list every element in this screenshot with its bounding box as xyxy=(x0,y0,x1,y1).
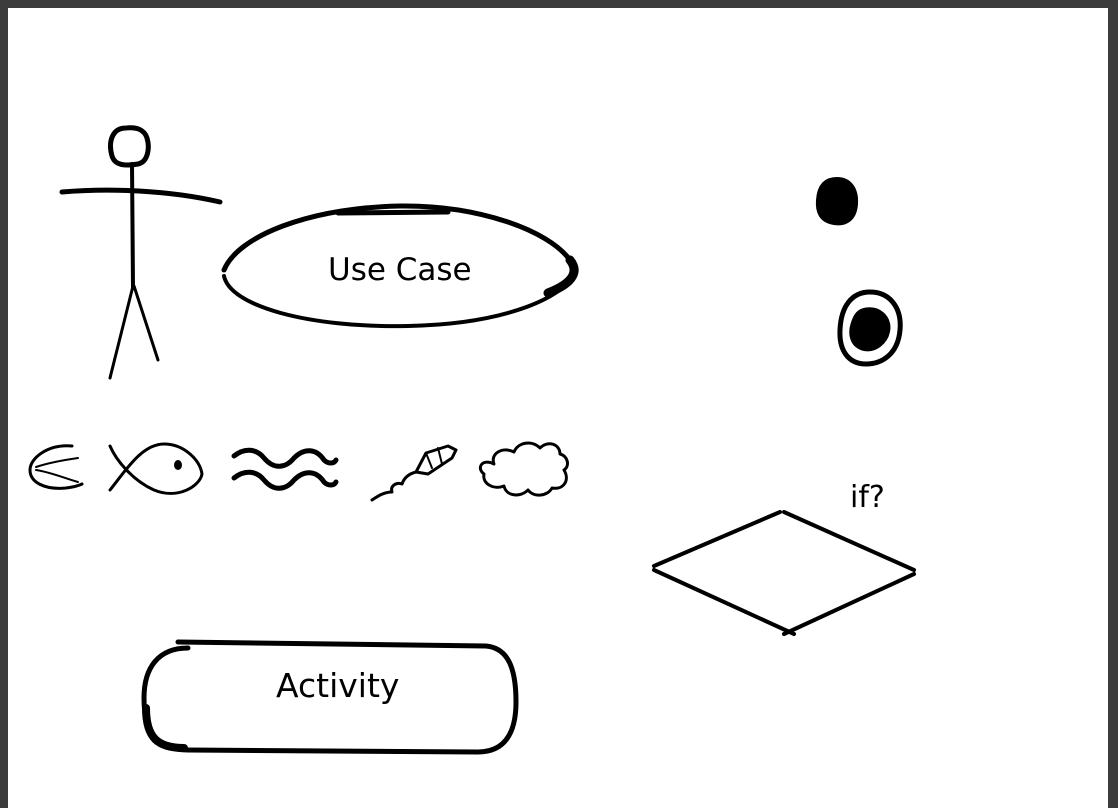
cloud-icon[interactable] xyxy=(478,441,569,497)
actor-stick-figure[interactable] xyxy=(59,125,223,380)
fish-icon[interactable] xyxy=(108,442,204,495)
initial-node[interactable] xyxy=(815,177,859,226)
decision-label: if? xyxy=(850,480,885,515)
leaf-icon[interactable] xyxy=(28,444,84,490)
use-case-label: Use Case xyxy=(328,252,472,288)
waves-icon[interactable] xyxy=(231,447,339,491)
decision-diamond[interactable] xyxy=(652,510,916,636)
activity-label: Activity xyxy=(276,666,400,705)
final-node[interactable] xyxy=(837,289,903,367)
use-case-ellipse[interactable] xyxy=(221,203,579,329)
diagram-shapes xyxy=(28,125,916,755)
activity-rounded-rect[interactable] xyxy=(141,639,519,755)
kite-icon[interactable] xyxy=(370,444,458,502)
diagram-canvas: Use Case if? Activity xyxy=(8,8,1108,808)
